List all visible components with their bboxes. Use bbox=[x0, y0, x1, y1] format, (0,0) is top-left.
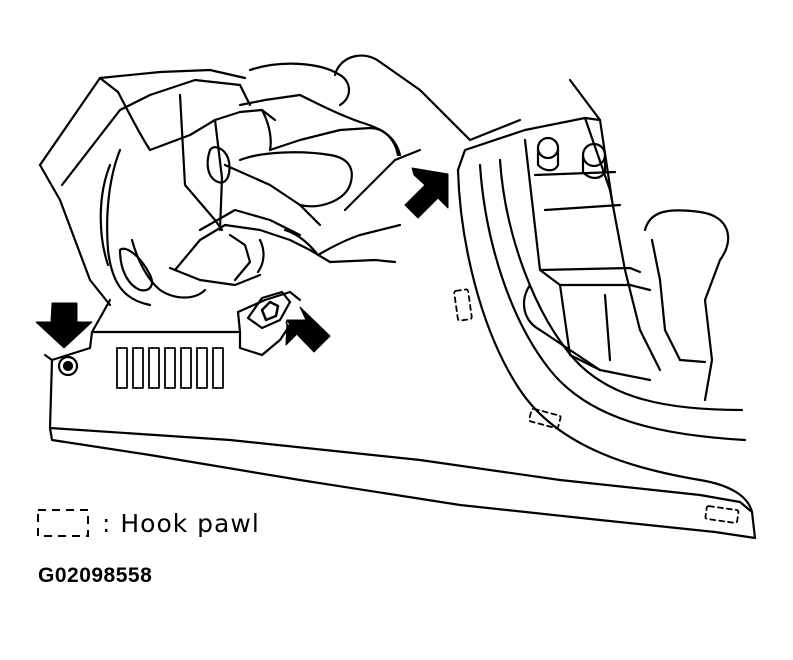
down-arrow-icon bbox=[35, 302, 93, 349]
screw-bolt bbox=[246, 290, 292, 330]
hook-pawl-2 bbox=[528, 407, 562, 430]
down-left-arrow-icon bbox=[404, 167, 449, 219]
lower-panel-cover bbox=[43, 290, 757, 540]
hook-pawl-3 bbox=[704, 505, 740, 524]
center-console bbox=[456, 78, 754, 514]
legend: : Hook pawl bbox=[36, 505, 260, 541]
hook-pawl-1 bbox=[453, 288, 473, 322]
hook-pawl-markers bbox=[453, 288, 740, 524]
callout-arrows bbox=[35, 167, 449, 353]
up-left-arrow-icon bbox=[285, 306, 331, 353]
knee-bolster-area bbox=[168, 54, 522, 287]
legend-label: : Hook pawl bbox=[102, 508, 260, 538]
clip-fastener bbox=[57, 355, 79, 377]
figure-code: G02098558 bbox=[38, 564, 153, 587]
dashed-rectangle-icon bbox=[37, 509, 89, 537]
steering-column-area bbox=[38, 68, 302, 307]
vent-slots bbox=[116, 347, 224, 389]
